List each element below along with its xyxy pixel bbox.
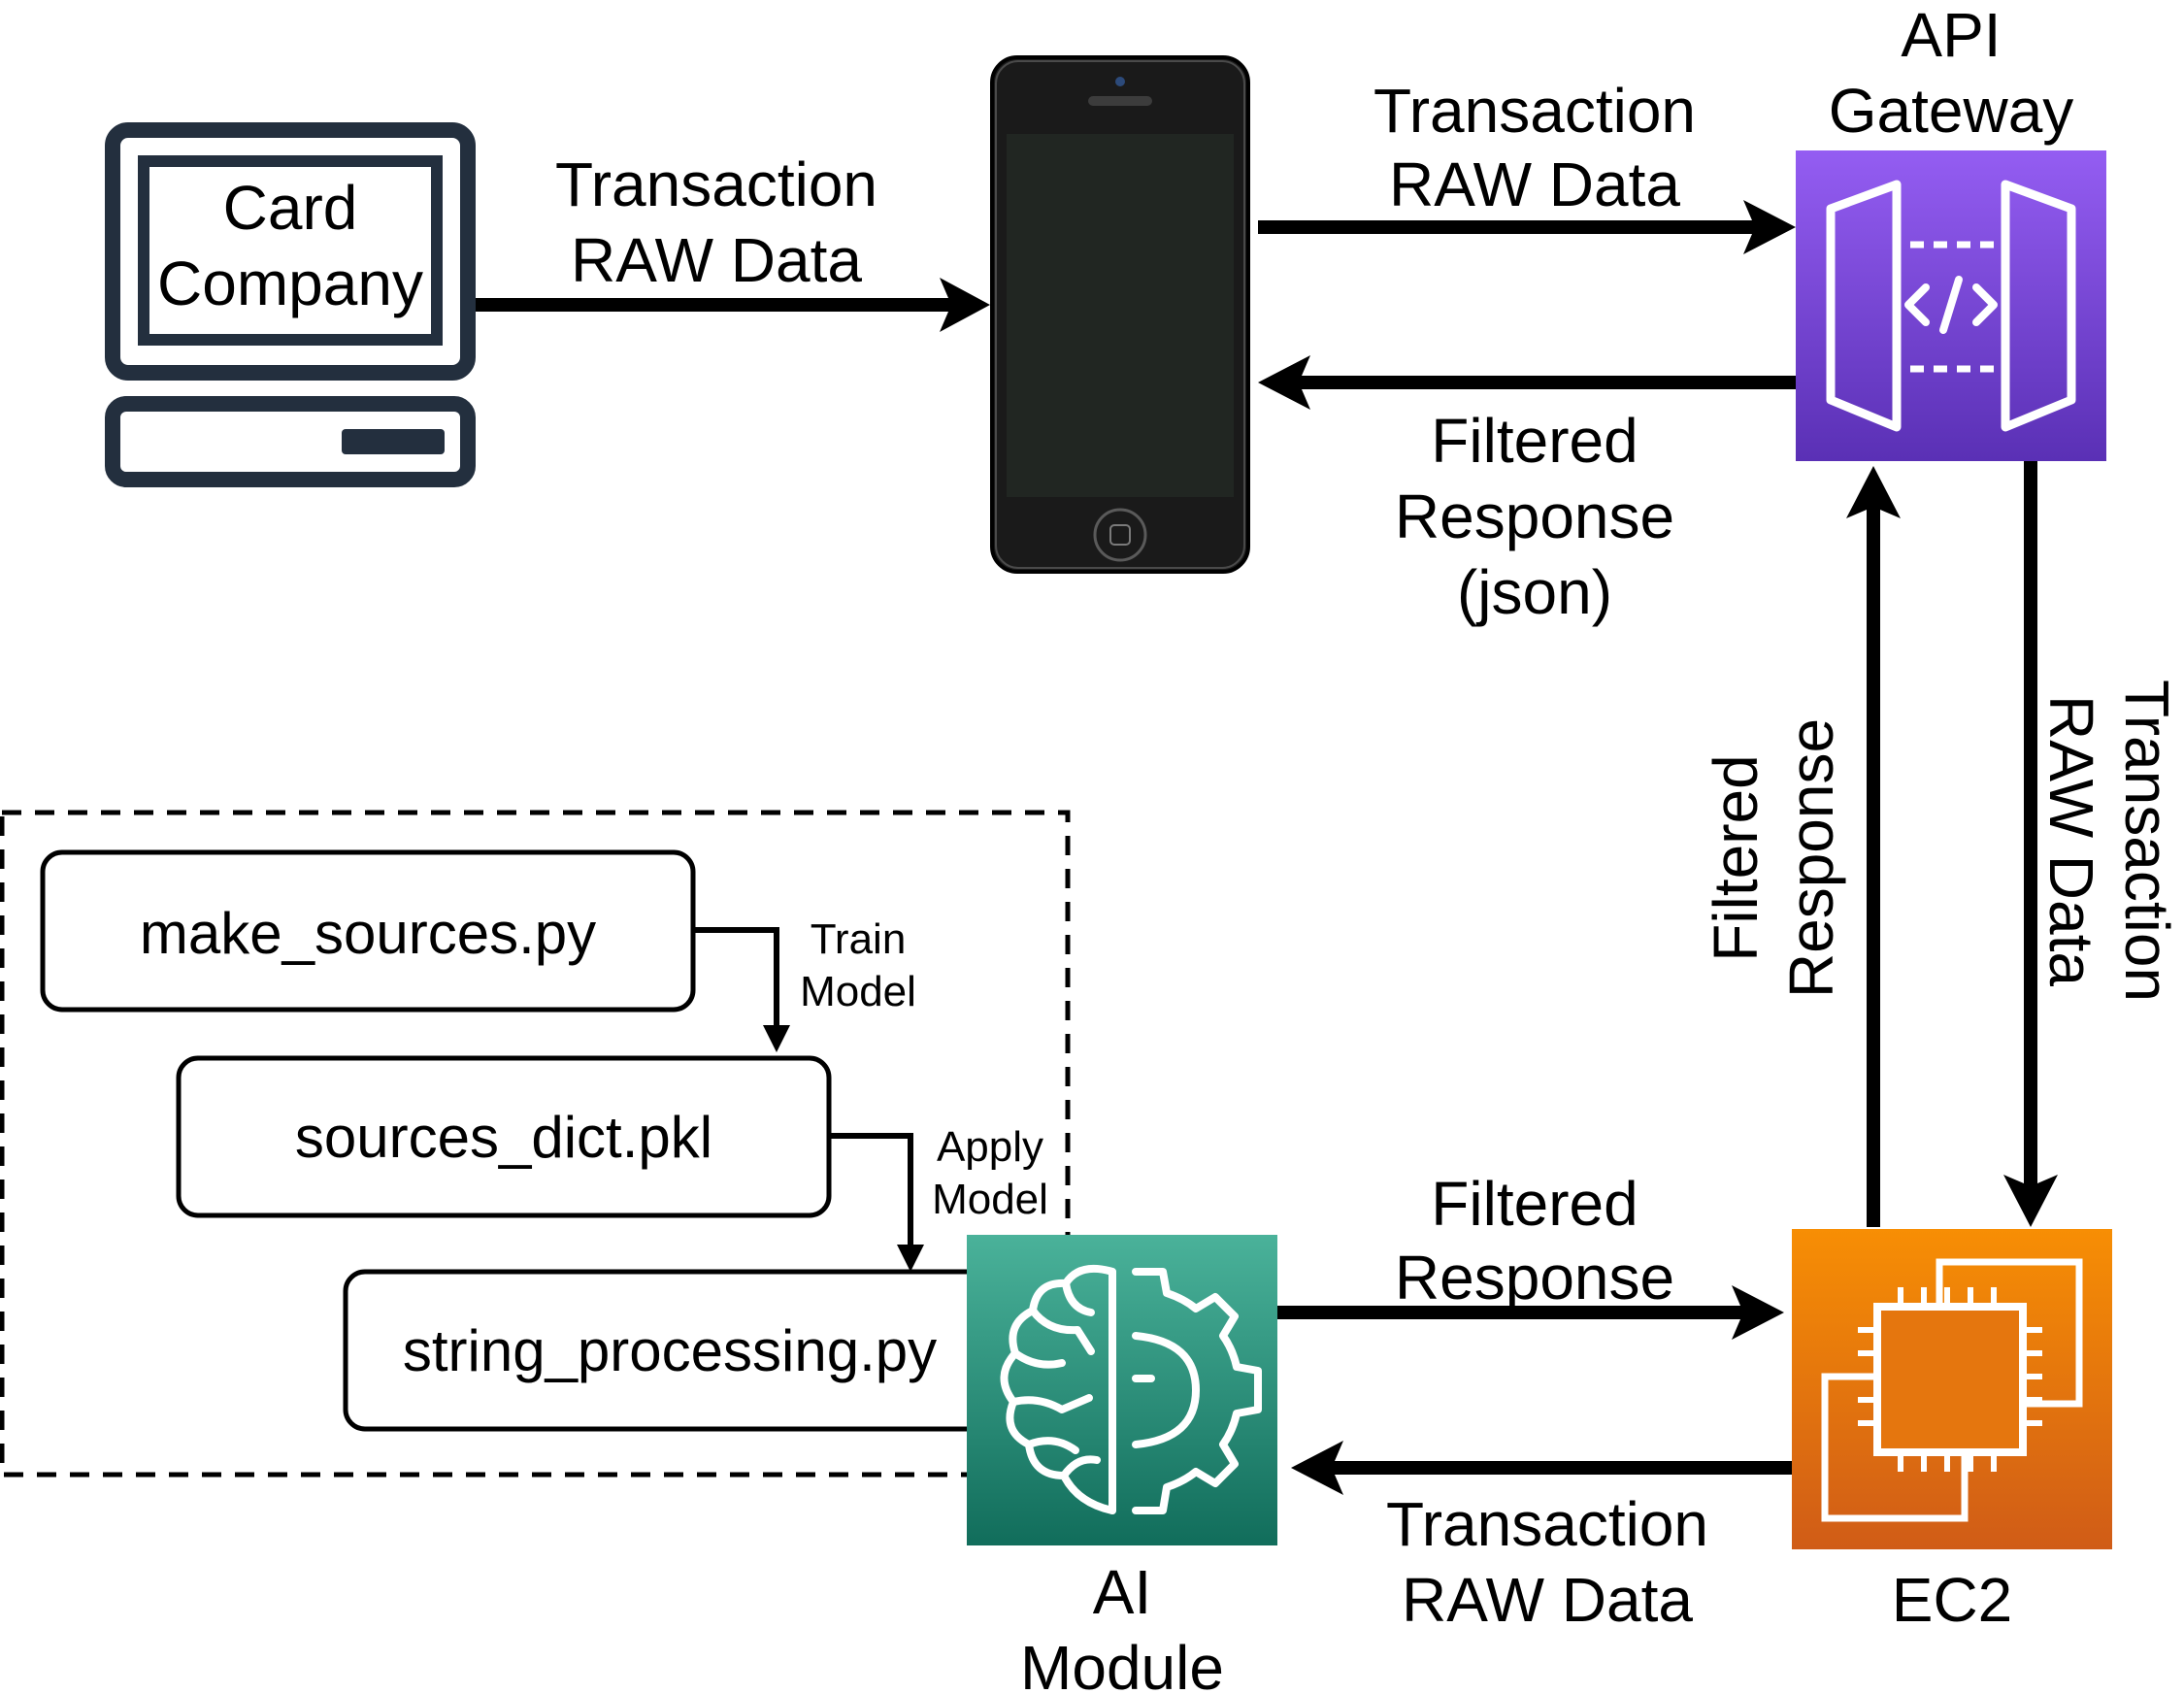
ec2-label: EC2 (1892, 1565, 2013, 1635)
edge-label-ai-to-ec2-line2: Response (1395, 1243, 1674, 1312)
card-company-label-line1: Card (223, 173, 358, 243)
smartphone-icon (990, 55, 1250, 574)
edge-card-to-phone (476, 278, 990, 332)
edge-label-api-to-phone-line2: Response (1395, 482, 1674, 551)
edge-label-card-to-phone-line2: RAW Data (571, 225, 862, 295)
edge-label-ai-to-ec2-line1: Filtered (1431, 1169, 1638, 1239)
edge-label-api-to-ec2-line2: RAW Data (2036, 695, 2106, 986)
ai-brain-gear-icon (967, 1235, 1277, 1545)
file-sources-dict[interactable]: sources_dict.pkl (176, 1055, 832, 1218)
edge-ai-module-to-ec2 (1275, 1285, 1784, 1340)
file-string-processing-label: string_processing.py (403, 1318, 937, 1383)
edge-phone-to-api-gateway (1258, 200, 1796, 254)
file-make-sources[interactable]: make_sources.py (40, 849, 696, 1013)
edge-apply-model (829, 1133, 924, 1272)
edge-label-train-model-line2: Model (800, 968, 916, 1015)
ec2-icon (1792, 1229, 2112, 1549)
edge-label-train-model-line1: Train (811, 915, 907, 963)
edge-label-phone-to-api-line2: RAW Data (1389, 149, 1680, 219)
edge-label-ec2-to-ai-line1: Transaction (1386, 1489, 1708, 1559)
edge-label-api-to-ec2-line1: Transaction (2112, 680, 2182, 1002)
file-sources-dict-label: sources_dict.pkl (295, 1105, 712, 1170)
edge-ec2-to-ai-module (1291, 1441, 1792, 1495)
ai-module-group-boundary (0, 810, 1071, 1478)
edge-train-model (693, 927, 790, 1052)
edge-label-api-to-phone-line1: Filtered (1431, 406, 1638, 476)
edge-api-gateway-to-ec2 (2003, 461, 2058, 1227)
api-gateway-label-line1: API (1901, 0, 2001, 70)
file-string-processing[interactable]: string_processing.py (343, 1269, 999, 1432)
edge-label-ec2-to-api-line1: Filtered (1701, 754, 1770, 961)
edge-label-card-to-phone-line1: Transaction (555, 149, 877, 219)
ai-module-label-line1: AI (1093, 1557, 1151, 1627)
desktop-computer-icon (105, 122, 476, 487)
edge-ec2-to-api-gateway (1846, 466, 1901, 1227)
edge-label-phone-to-api-line1: Transaction (1373, 76, 1696, 146)
edge-label-api-to-phone-line3: (json) (1457, 557, 1612, 627)
api-gateway-label-line2: Gateway (1829, 76, 2074, 146)
api-gateway-icon (1796, 150, 2106, 461)
edge-label-ec2-to-ai-line2: RAW Data (1402, 1565, 1693, 1635)
edge-label-ec2-to-api-line2: Response (1776, 718, 1846, 998)
edge-label-apply-model-line2: Model (932, 1176, 1048, 1223)
ai-module-label-line2: Module (1020, 1633, 1224, 1694)
edge-label-apply-model-line1: Apply (937, 1123, 1043, 1171)
file-make-sources-label: make_sources.py (140, 901, 596, 966)
card-company-label-line2: Company (157, 249, 423, 318)
edge-api-gateway-to-phone (1258, 355, 1796, 410)
